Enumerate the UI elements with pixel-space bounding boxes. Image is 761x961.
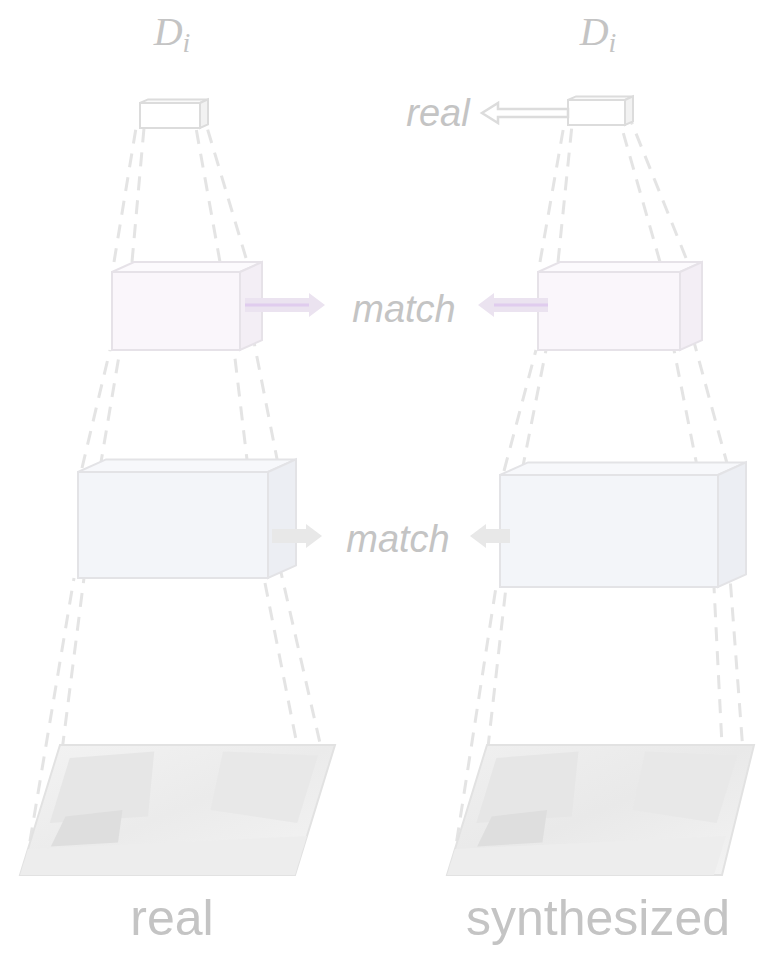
discriminator-head: Di xyxy=(576,10,621,59)
receptive-field-line xyxy=(206,124,246,258)
receptive-field-line xyxy=(504,350,536,471)
feature-volume xyxy=(78,459,296,578)
receptive-field-line xyxy=(280,568,325,765)
receptive-field-line xyxy=(234,350,248,468)
receptive-field-line xyxy=(694,342,728,467)
discriminator-name: Di xyxy=(576,10,621,59)
match-arrow xyxy=(470,524,510,548)
feature-volume xyxy=(568,96,633,125)
receptive-field-line xyxy=(196,128,220,262)
receptive-field-line xyxy=(254,342,278,464)
feature-volume xyxy=(112,262,262,350)
receptive-field-line xyxy=(114,128,136,262)
match-arrow xyxy=(272,524,322,548)
feature-volume xyxy=(500,462,746,587)
street-photo xyxy=(447,745,754,875)
feature-volume xyxy=(538,262,702,350)
match-label: match xyxy=(343,519,452,561)
match-label: match xyxy=(349,289,458,331)
receptive-field-line xyxy=(522,350,546,471)
discriminator-name: Di xyxy=(150,10,195,59)
receptive-field-line xyxy=(730,577,744,765)
match-arrow xyxy=(478,293,548,317)
street-photo xyxy=(20,745,335,875)
receptive-field-line xyxy=(621,125,660,262)
receptive-field-line xyxy=(100,350,120,468)
feature-volume xyxy=(140,99,208,128)
match-arrow xyxy=(245,293,325,317)
input-label: real xyxy=(127,891,216,946)
output-arrow xyxy=(482,103,568,123)
input-label: synthesized xyxy=(463,891,733,946)
receptive-field-line xyxy=(132,128,144,262)
receptive-field-line xyxy=(540,125,564,262)
receptive-field-line xyxy=(82,350,110,468)
discriminator-head: Di xyxy=(150,10,195,59)
receptive-field-line xyxy=(558,125,572,262)
output-label: real xyxy=(403,93,472,135)
receptive-field-line xyxy=(674,350,698,471)
